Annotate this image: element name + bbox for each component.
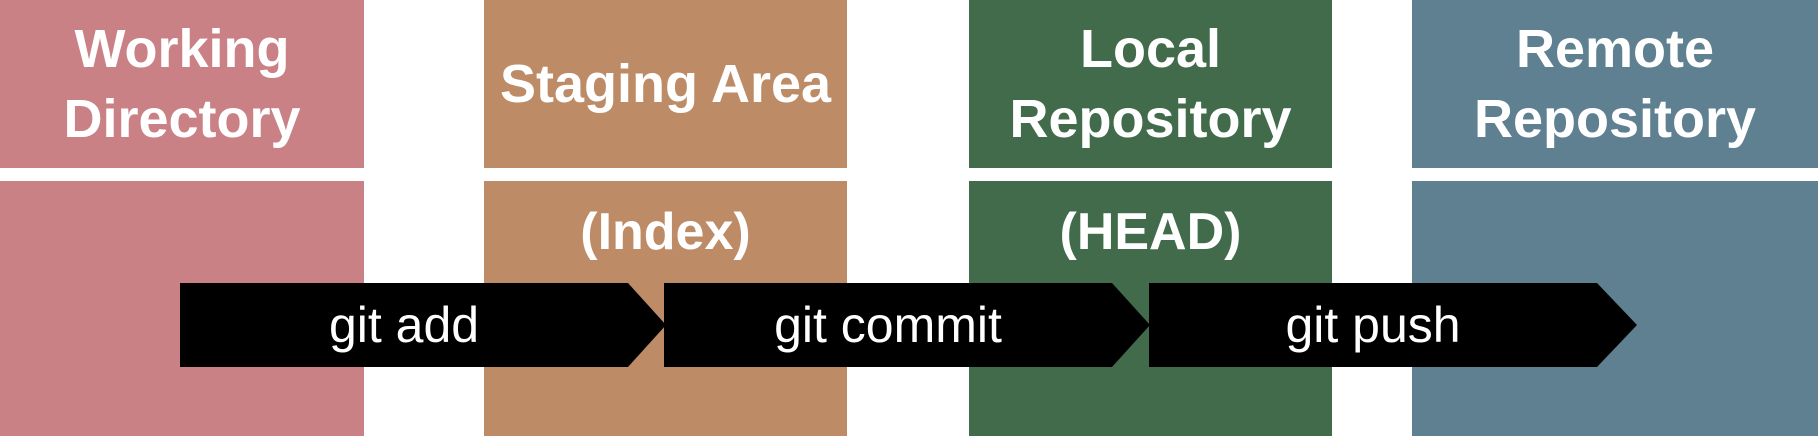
git-push-arrow-shape [1149, 283, 1637, 367]
git-add-label: git add [328, 297, 480, 353]
local-repository-subtitle: (HEAD) [1059, 203, 1242, 261]
git-push-arrow: git push [1149, 283, 1637, 367]
git-commit-arrow: git commit [664, 283, 1150, 367]
staging-area-subtitle: (Index) [580, 203, 751, 261]
git-commit-label: git commit [774, 297, 1002, 353]
staging-area-column: Staging Area (Index) [484, 0, 847, 436]
local-repository-column: Local Repository (HEAD) [969, 0, 1332, 436]
working-directory-title: Working Directory [63, 19, 301, 149]
remote-repository-title: Remote Repository [1473, 19, 1757, 149]
local-repository-title: Local Repository [1009, 19, 1292, 149]
git-add-arrow-shape [180, 283, 666, 367]
git-push-label: git push [1285, 297, 1461, 353]
horizontal-divider [0, 168, 1818, 181]
git-add-arrow: git add [180, 283, 666, 367]
remote-repository-column: Remote Repository [1412, 0, 1818, 436]
staging-area-title: Staging Area [499, 54, 832, 114]
working-directory-column: Working Directory [0, 0, 364, 436]
git-commit-arrow-shape [664, 283, 1150, 367]
